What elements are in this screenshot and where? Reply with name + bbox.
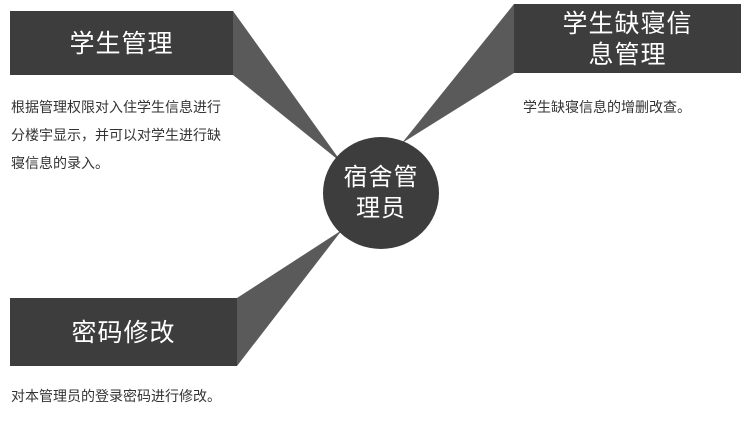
node-absence-management: 学生缺寝信息管理 — [514, 4, 741, 73]
node-description: 学生缺寝信息的增删改查。 — [523, 100, 691, 116]
connector-student — [233, 11, 342, 163]
connector-absence — [402, 4, 514, 143]
node-description: 对本管理员的登录密码进行修改。 — [11, 389, 221, 405]
node-description: 根据管理权限对入住学生信息进行分楼宇显示，并可以对学生进行缺寝信息的录入。 — [11, 100, 221, 172]
center-label: 宿舍管理员 — [343, 163, 419, 222]
node-title: 密码修改 — [71, 317, 176, 347]
node-title: 学生管理 — [69, 28, 174, 58]
center-node-dorm-admin: 宿舍管理员 — [323, 137, 439, 249]
node-password-change: 密码修改 — [10, 298, 237, 366]
node-title: 学生缺寝信息管理 — [562, 8, 693, 69]
connector-password — [237, 230, 342, 366]
node-student-management: 学生管理 — [10, 11, 233, 75]
